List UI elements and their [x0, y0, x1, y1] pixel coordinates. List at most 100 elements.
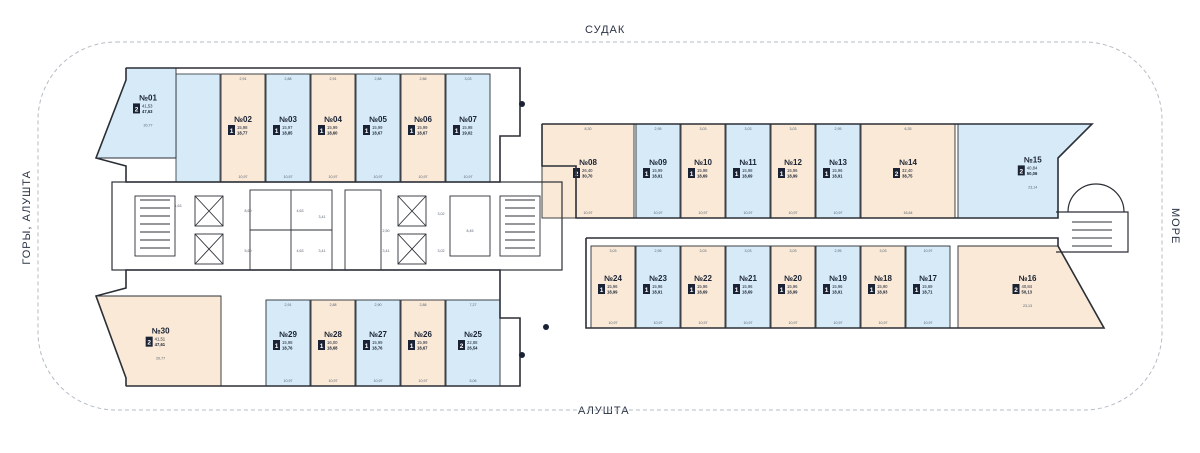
apartment-21-dim-top: 3,03 [745, 249, 752, 253]
apartment-15-area-living: 40,84 [1027, 165, 1038, 170]
apartment-03-rooms-badge [273, 125, 280, 135]
apartment-11-dim-bottom: 10,97 [744, 211, 753, 215]
apartment-30-rooms-badge [145, 336, 153, 347]
apartment-02-rooms-badge [228, 125, 235, 135]
core-dim-label: 3,41 [319, 249, 326, 253]
apartment-16-dim-bottom: 23,13 [1023, 304, 1032, 308]
apartment-04-number: №04 [324, 115, 342, 124]
apartment-28-dim-bottom: 10,97 [329, 379, 338, 383]
apartment-12-dim-bottom: 10,97 [789, 211, 798, 215]
apartment-28-rooms-badge [318, 340, 325, 350]
apartment-01-area-total: 47,63 [142, 109, 153, 114]
apartment-08-dim-top: 8,30 [585, 127, 592, 131]
apartment-05-number: №05 [369, 115, 387, 124]
apartment-12-dim-top: 3,03 [790, 127, 797, 131]
apartment-22-number: №22 [694, 274, 712, 283]
apartment-09-rooms-badge [643, 168, 650, 178]
apartment-03-rooms: 1 [275, 128, 279, 135]
apartment-27-rooms: 1 [365, 343, 369, 350]
apartment-19-number: №19 [829, 274, 847, 283]
apartment-29-area-total: 18,76 [282, 346, 293, 351]
apartment-05-dim-top: 2,88 [375, 77, 382, 81]
apartment-14-number: №14 [899, 158, 917, 167]
apartment-18-dim-top: 3,03 [880, 249, 887, 253]
apartment-26-rooms: 1 [410, 343, 414, 350]
apartment-16-rooms: 2 [1014, 287, 1018, 294]
apartment-28-dim-top: 2,88 [330, 303, 337, 307]
apartment-29-rooms: 1 [275, 343, 279, 350]
apartment-04-area-living: 15,99 [327, 125, 338, 130]
apartment-02-dim-top: 2,91 [240, 77, 247, 81]
apartment-12-area-total: 18,99 [787, 174, 798, 179]
apartment-10-area-living: 15,98 [697, 168, 708, 173]
apartment-20-area-living: 15,96 [787, 284, 798, 289]
apartment-29-number: №29 [279, 330, 297, 339]
core-dim-label: 3,02 [438, 212, 445, 216]
apartment-11-rooms-badge [733, 168, 740, 178]
apartment-14-area-total: 38,75 [902, 174, 913, 179]
apartment-13-area-total: 18,91 [832, 174, 843, 179]
apartment-02-area-living: 15,98 [237, 125, 248, 130]
apartment-08-area-living: 26,40 [582, 168, 593, 173]
apartment-10-number: №10 [694, 158, 712, 167]
apartment-23-number: №23 [649, 274, 667, 283]
apartment-18-area-living: 15,90 [877, 284, 888, 289]
apartment-01-rooms: 2 [135, 106, 139, 113]
apartment-05-rooms: 1 [365, 128, 369, 135]
apartment-14-fill [860, 123, 956, 219]
apartment-20-number: №20 [784, 274, 802, 283]
apartment-01-number: №01 [139, 93, 157, 102]
apartment-09-area-total: 18,91 [652, 174, 663, 179]
apartment-29-dim-top: 2,91 [285, 303, 292, 307]
direction-right-label: МОРЕ [1169, 208, 1181, 245]
apartment-07-area-total: 19,02 [462, 131, 473, 136]
column-marker [543, 324, 549, 330]
apartment-14-dim-bottom: 16,64 [904, 211, 913, 215]
apartment-29-rooms-badge [273, 340, 280, 350]
apartment-08-number: №08 [579, 158, 597, 167]
apartment-24-dim-top: 3,03 [610, 249, 617, 253]
apartment-21-area-living: 15,96 [742, 284, 753, 289]
apartment-13-number: №13 [829, 158, 847, 167]
apartment-19-dim-bottom: 10,97 [834, 321, 843, 325]
apartment-30-number: №30 [152, 327, 170, 336]
apartment-03-dim-top: 2,88 [285, 77, 292, 81]
apartment-16-area-living: 40,84 [1022, 284, 1033, 289]
apartment-06-area-total: 18,67 [417, 131, 428, 136]
apartment-20-rooms-badge [778, 284, 785, 294]
apartment-21-rooms: 1 [735, 287, 739, 294]
apartment-03-area-living: 15,97 [282, 125, 293, 130]
apartment-17-dim-bottom: 10,97 [924, 321, 933, 325]
